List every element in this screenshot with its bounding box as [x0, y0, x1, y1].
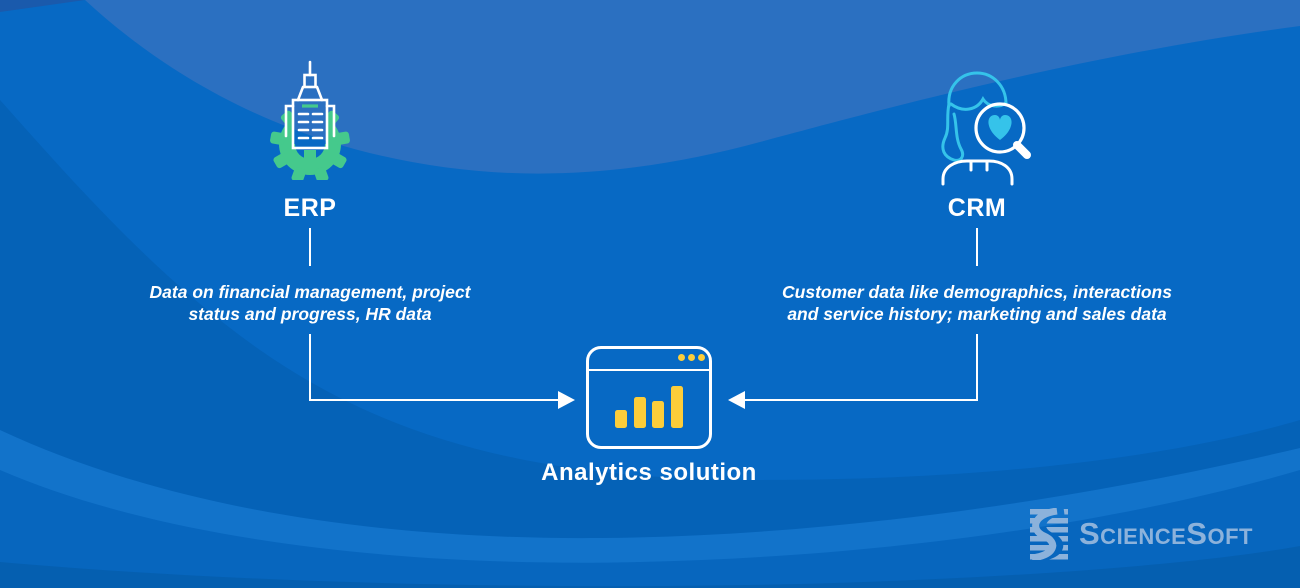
analytics-label: Analytics solution	[541, 459, 757, 486]
magnifier-icon	[974, 102, 1031, 159]
erp-description: Data on financial management, project st…	[149, 282, 471, 324]
erp-connector-horizontal	[309, 399, 558, 401]
crm-connector-vertical	[976, 334, 978, 401]
crm-stem-line	[976, 228, 978, 266]
hair-icon	[941, 71, 1008, 162]
building-icon	[284, 60, 336, 150]
chart-bar	[634, 397, 646, 428]
window-titlebar-divider	[589, 369, 709, 371]
chart-bar	[671, 386, 683, 428]
arrow-right-icon	[558, 391, 575, 409]
chart-bar	[652, 401, 664, 428]
window-dot-icon	[688, 354, 695, 361]
arrow-left-icon	[728, 391, 745, 409]
woman-magnifier-heart-icon	[941, 71, 1031, 186]
heart-icon	[988, 115, 1012, 140]
gear-icon	[270, 104, 350, 180]
crm-label: CRM	[947, 194, 1007, 222]
chart-bar	[615, 410, 627, 428]
erp-stem-line	[309, 228, 311, 266]
crm-description: Customer data like demographics, interac…	[782, 282, 1172, 324]
sciencesoft-logo-text: ScienceSoft	[1079, 516, 1253, 551]
sciencesoft-s-stripes-icon	[1030, 508, 1070, 560]
browser-bar-chart-icon	[586, 346, 712, 449]
window-dot-icon	[678, 354, 685, 361]
crm-connector-horizontal	[745, 399, 978, 401]
erp-label: ERP	[283, 194, 337, 222]
sciencesoft-logo: ScienceSoft	[1030, 508, 1253, 560]
shoulders-icon	[941, 159, 1014, 186]
erp-connector-vertical	[309, 334, 311, 401]
building-gear-icon	[270, 60, 350, 180]
window-dot-icon	[698, 354, 705, 361]
